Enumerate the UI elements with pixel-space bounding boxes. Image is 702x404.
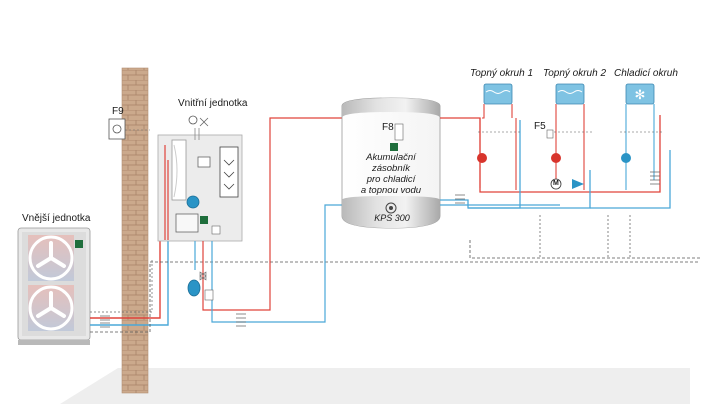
- heating-circuit-1-label: Topný okruh 1: [470, 68, 534, 79]
- sensor-f9-label: F9: [112, 106, 124, 117]
- tank-line: Akumulační: [366, 152, 416, 163]
- tank-line: pro chladicí: [366, 174, 416, 185]
- brand-logo-icon: [75, 240, 83, 248]
- distribution-piping: [440, 115, 700, 259]
- indoor-unit: [157, 115, 243, 242]
- outdoor-unit: [17, 227, 91, 345]
- sensor-f8-label: F8: [382, 122, 394, 133]
- tank-model-label: KPS 300: [374, 213, 410, 223]
- floor: [60, 368, 690, 404]
- pump-cooling-icon: [621, 153, 631, 163]
- fan-top-icon: [36, 241, 66, 268]
- outdoor-sensor-f9: [108, 118, 150, 140]
- brick-wall: [121, 67, 149, 394]
- cooling-circuit: ✻: [620, 83, 664, 190]
- tank-line: zásobník: [371, 163, 411, 174]
- indoor-bottom-piping: [187, 117, 345, 327]
- heating-circuit-2-label: Topný okruh 2: [543, 68, 607, 79]
- outdoor-unit-label: Vnější jednotka: [22, 213, 91, 224]
- pump-indoor-icon: [186, 195, 200, 209]
- heating-circuit-1: [477, 83, 522, 190]
- fan-bottom-icon: [36, 291, 66, 318]
- cooling-circuit-label: Chladicí okruh: [614, 68, 678, 79]
- tank-description: Akumulační zásobník pro chladicí a topno…: [345, 152, 437, 196]
- indoor-unit-label: Vnitřní jednotka: [178, 98, 248, 109]
- pump-circuit-2-icon: [551, 153, 561, 163]
- tank-line: a topnou vodu: [360, 185, 422, 196]
- snowflake-icon: ✻: [635, 87, 646, 102]
- motor-valve-icon: [550, 178, 562, 190]
- expansion-vessel-icon: [187, 279, 201, 297]
- heating-circuit-2: [546, 83, 594, 190]
- motor-valve-label: M: [553, 180, 559, 187]
- sensor-f5-label: F5: [534, 121, 546, 132]
- pump-circuit-1-icon: [477, 153, 487, 163]
- buffer-tank: [341, 97, 441, 229]
